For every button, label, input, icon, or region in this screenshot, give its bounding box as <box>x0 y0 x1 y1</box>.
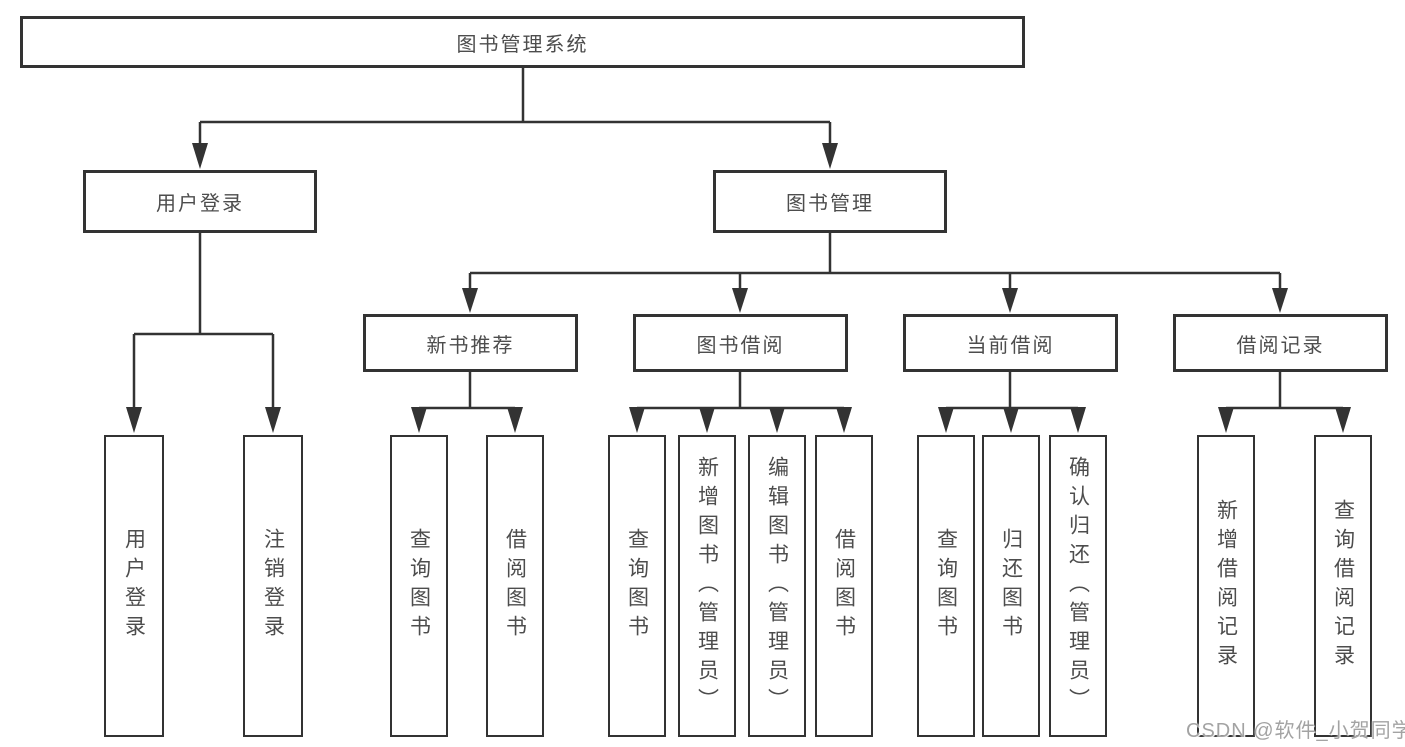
node-label: 借阅图书 <box>503 528 527 644</box>
node-borrow-records: 借阅记录 <box>1173 314 1388 372</box>
leaf-logout: 注销登录 <box>243 435 303 737</box>
leaf-borrow-add-books-admin: 新增图书（管理员） <box>678 435 736 737</box>
leaf-borrow-borrow-books: 借阅图书 <box>815 435 873 737</box>
leaf-borrow-query-books: 查询图书 <box>608 435 666 737</box>
node-label: 图书管理 <box>786 193 874 215</box>
edge-shafts <box>132 68 1345 414</box>
node-book-borrow: 图书借阅 <box>633 314 848 372</box>
arrowheads <box>126 143 1351 433</box>
node-label: 查询图书 <box>625 528 649 644</box>
leaf-records-add-record: 新增借阅记录 <box>1197 435 1255 737</box>
node-label: 查询借阅记录 <box>1331 499 1355 673</box>
node-new-book-recommend: 新书推荐 <box>363 314 578 372</box>
node-label: 用户登录 <box>156 193 244 215</box>
node-label: 确认归还（管理员） <box>1066 455 1090 717</box>
leaf-recommend-query-books: 查询图书 <box>390 435 448 737</box>
node-label: 当前借阅 <box>966 334 1055 357</box>
node-label: 新书推荐 <box>426 334 515 357</box>
leaf-current-confirm-return-admin: 确认归还（管理员） <box>1049 435 1107 737</box>
node-label: 新增图书（管理员） <box>695 455 719 717</box>
leaf-current-query-books: 查询图书 <box>917 435 975 737</box>
node-label: 借阅记录 <box>1236 334 1325 357</box>
node-book-management: 图书管理 <box>713 170 947 233</box>
leaf-user-login: 用户登录 <box>104 435 164 737</box>
leaf-records-query-record: 查询借阅记录 <box>1314 435 1372 737</box>
node-label: 图书借阅 <box>696 334 785 357</box>
node-user-login: 用户登录 <box>83 170 317 233</box>
node-current-borrow: 当前借阅 <box>903 314 1118 372</box>
node-label: 借阅图书 <box>832 528 856 644</box>
node-label: 编辑图书（管理员） <box>765 455 789 717</box>
node-label: 查询图书 <box>934 528 958 644</box>
csdn-watermark: CSDN @软件_小贺同学 <box>1186 720 1405 742</box>
node-library-management-system: 图书管理系统 <box>20 16 1025 68</box>
node-label: 用户登录 <box>122 528 146 644</box>
node-label: 归还图书 <box>999 528 1023 644</box>
node-label: 查询图书 <box>407 528 431 644</box>
leaf-recommend-borrow-books: 借阅图书 <box>486 435 544 737</box>
leaf-borrow-edit-books-admin: 编辑图书（管理员） <box>748 435 806 737</box>
node-label: 图书管理系统 <box>456 33 589 56</box>
node-label: 注销登录 <box>261 528 285 644</box>
leaf-current-return-books: 归还图书 <box>982 435 1040 737</box>
node-label: 新增借阅记录 <box>1214 499 1238 673</box>
